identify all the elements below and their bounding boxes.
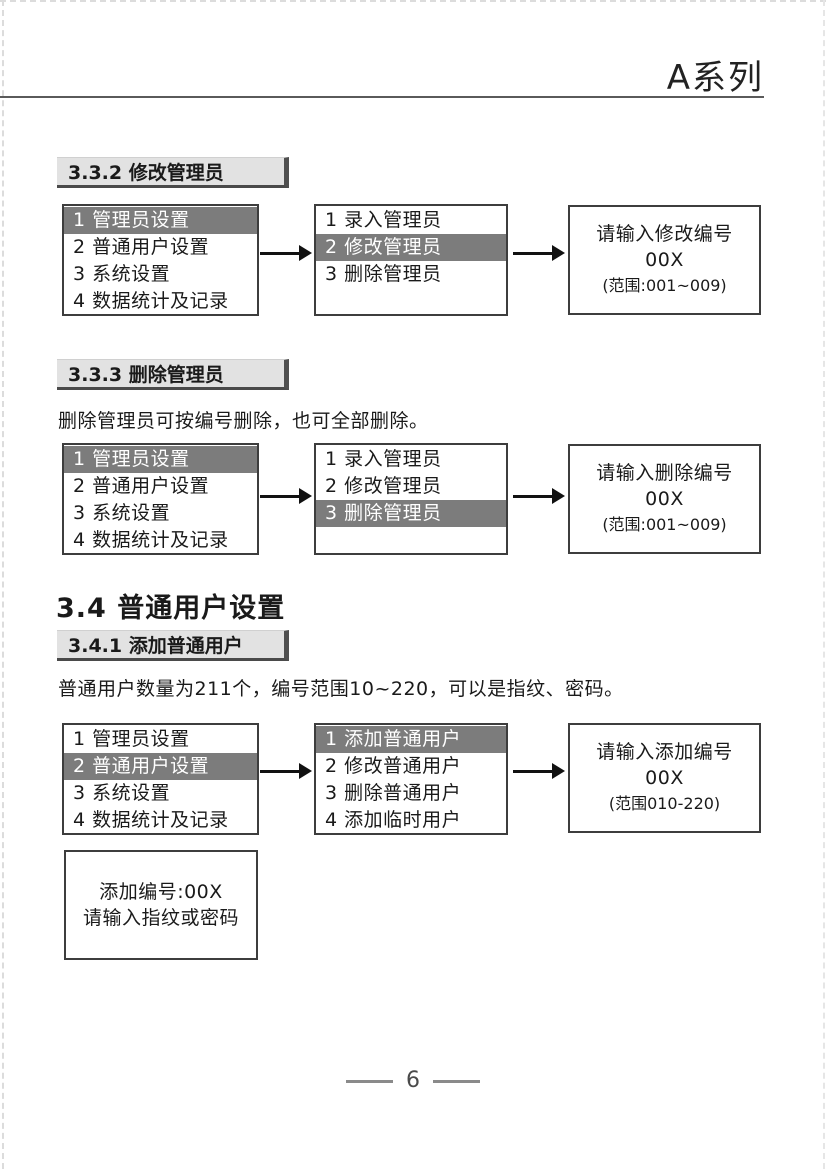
page-footer: 6 [0,1070,826,1092]
flow-arrow-icon [260,245,312,261]
menu-item: 2 修改普通用户 [325,755,462,777]
menu-item: 3 系统设置 [73,502,171,524]
menu-item: 1 管理员设置 [73,728,190,750]
screen-admin-menu-flow2: 1 录入管理员 2 修改管理员 3 删除管理员 [314,443,508,555]
menu-item: 4 数据统计及记录 [73,529,229,551]
menu-item: 1 录入管理员 [325,448,442,470]
footer-dash-left [346,1079,393,1083]
screen-delete-prompt: 请输入删除编号 00X (范围:001~009) [568,444,761,554]
menu-item-selected: 3 删除管理员 [316,500,506,527]
menu-item-selected: 1 添加普通用户 [316,726,506,753]
prompt-line: 00X [645,488,684,510]
screen-add-prompt: 请输入添加编号 00X (范围010-220) [568,723,761,833]
menu-item: 4 添加临时用户 [325,809,462,831]
series-title: A系列 [666,58,764,98]
note-add-user: 普通用户数量为211个，编号范围10~220，可以是指纹、密码。 [58,678,624,700]
arrow-shaft [260,494,299,498]
prompt-line: 添加编号:00X [99,881,223,903]
menu-item-selected: 1 管理员设置 [64,207,257,234]
arrow-head [552,488,565,504]
menu-item-selected: 1 管理员设置 [64,446,257,473]
flow-arrow-icon [513,488,565,504]
arrow-head [552,763,565,779]
menu-item: 1 录入管理员 [325,209,442,231]
arrow-head [552,245,565,261]
prompt-range: (范围010-220) [608,794,721,813]
section-heading-3-3-3: 3.3.3 删除管理员 [57,359,289,390]
prompt-range: (范围:001~009) [602,276,727,295]
menu-item: 3 删除普通用户 [325,782,462,804]
menu-item: 4 数据统计及记录 [73,809,229,831]
page-trim-top [0,0,826,2]
arrow-head [299,763,312,779]
section-heading-3-4: 3.4 普通用户设置 [56,593,286,624]
page-number: 6 [406,1068,420,1093]
menu-item: 3 系统设置 [73,263,171,285]
arrow-shaft [513,494,552,498]
arrow-head [299,245,312,261]
page-trim-right [823,0,825,1169]
prompt-line: 00X [645,249,684,271]
prompt-line: 请输入修改编号 [596,223,733,245]
menu-item-selected: 2 修改管理员 [316,234,506,261]
prompt-range: (范围:001~009) [602,515,727,534]
note-delete-admin: 删除管理员可按编号删除，也可全部删除。 [58,410,429,432]
menu-item: 4 数据统计及记录 [73,290,229,312]
screen-main-menu-flow1: 1 管理员设置 2 普通用户设置 3 系统设置 4 数据统计及记录 [62,204,259,316]
screen-main-menu-flow3: 1 管理员设置 2 普通用户设置 3 系统设置 4 数据统计及记录 [62,723,259,835]
flow-arrow-icon [260,488,312,504]
arrow-head [299,488,312,504]
menu-item: 3 系统设置 [73,782,171,804]
screen-admin-menu-flow1: 1 录入管理员 2 修改管理员 3 删除管理员 [314,204,508,316]
flow-arrow-icon [513,763,565,779]
menu-item: 2 普通用户设置 [73,475,210,497]
screen-add-input: 添加编号:00X 请输入指纹或密码 [64,850,258,960]
menu-item-selected: 2 普通用户设置 [64,753,257,780]
section-heading-3-4-1: 3.4.1 添加普通用户 [57,630,289,661]
screen-user-menu-flow3: 1 添加普通用户 2 修改普通用户 3 删除普通用户 4 添加临时用户 [314,723,508,835]
prompt-line: 00X [645,767,684,789]
screen-modify-prompt: 请输入修改编号 00X (范围:001~009) [568,205,761,315]
arrow-shaft [513,251,552,255]
flow-arrow-icon [513,245,565,261]
screen-main-menu-flow2: 1 管理员设置 2 普通用户设置 3 系统设置 4 数据统计及记录 [62,443,259,555]
menu-item: 2 普通用户设置 [73,236,210,258]
footer-dash-right [433,1079,480,1083]
section-heading-3-3-2: 3.3.2 修改管理员 [57,157,289,188]
arrow-shaft [260,251,299,255]
prompt-line: 请输入删除编号 [596,462,733,484]
header-rule [0,96,764,98]
menu-item: 2 修改管理员 [325,475,442,497]
menu-item: 3 删除管理员 [325,263,442,285]
page-trim-left [2,0,4,1169]
flow-arrow-icon [260,763,312,779]
prompt-line: 请输入添加编号 [596,741,733,763]
prompt-line: 请输入指纹或密码 [82,907,239,929]
arrow-shaft [513,769,552,773]
arrow-shaft [260,769,299,773]
